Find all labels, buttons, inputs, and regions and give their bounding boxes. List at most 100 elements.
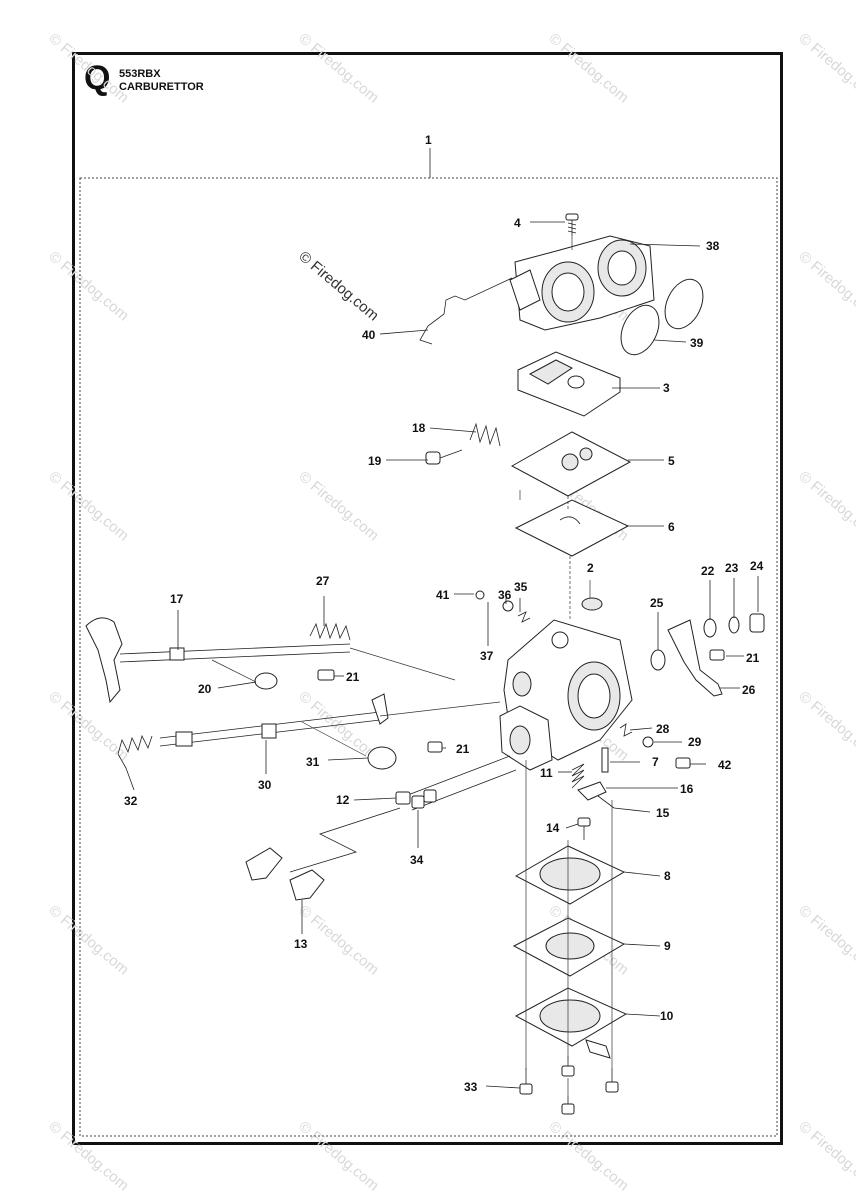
spring-part xyxy=(309,622,351,641)
watermark: © Firedog.com xyxy=(295,902,381,978)
watermark: © Firedog.com xyxy=(295,1118,381,1194)
throttle-housing-part xyxy=(509,235,655,331)
plug-part xyxy=(675,757,691,769)
callout-41: 41 xyxy=(436,588,450,602)
callout-4: 4 xyxy=(514,216,521,230)
cap-part xyxy=(581,597,603,611)
callout-42: 42 xyxy=(718,758,732,772)
callout-38: 38 xyxy=(706,239,720,253)
cover-plate-part xyxy=(517,351,621,417)
screw-part xyxy=(561,1096,575,1115)
callout-13: 13 xyxy=(294,937,308,951)
screw-part xyxy=(317,669,335,681)
watermark: © Firedog.com xyxy=(795,30,856,106)
screw-part xyxy=(709,649,725,661)
screw-part xyxy=(605,1068,619,1093)
callout-26: 26 xyxy=(742,683,756,697)
callout-9: 9 xyxy=(664,939,671,953)
watermark: © Firedog.com xyxy=(795,248,856,324)
callout-30: 30 xyxy=(258,778,272,792)
callout-20: 20 xyxy=(198,682,212,696)
callout-25: 25 xyxy=(650,596,664,610)
callout-39: 39 xyxy=(690,336,704,350)
spring-part xyxy=(117,734,153,769)
throttle-plate-part xyxy=(367,746,397,770)
callout-6: 6 xyxy=(668,520,675,534)
needle-part xyxy=(601,747,609,773)
watermark: © Firedog.com xyxy=(545,1118,631,1194)
callout-labels: 1 4 38 40 39 3 18 19 5 6 2 22 23 24 27 3… xyxy=(124,133,764,1094)
section-title: CARBURETTOR xyxy=(119,81,204,93)
callout-10: 10 xyxy=(660,1009,674,1023)
bushing-part xyxy=(502,600,514,612)
callout-16: 16 xyxy=(680,782,694,796)
callout-7: 7 xyxy=(652,755,659,769)
washer-part xyxy=(650,649,666,671)
spring-part xyxy=(619,723,633,737)
callout-12: 12 xyxy=(336,793,350,807)
watermark: © Firedog.com xyxy=(795,688,856,764)
assembly-box xyxy=(79,177,778,1137)
throttle-shaft-part xyxy=(159,693,389,747)
background-watermarks: © Firedog.com © Firedog.com © Firedog.co… xyxy=(45,30,856,1194)
watermark: © Firedog.com xyxy=(295,30,381,106)
gasket-hole xyxy=(539,857,601,891)
cover-recess xyxy=(539,999,601,1033)
callout-21-mid: 21 xyxy=(346,670,360,684)
callout-3: 3 xyxy=(663,381,670,395)
watermark: © Firedog.com xyxy=(45,468,131,544)
callout-40: 40 xyxy=(362,328,376,342)
screw-part xyxy=(561,1056,575,1077)
callout-17: 17 xyxy=(170,592,184,606)
callout-5: 5 xyxy=(668,454,675,468)
callout-21-lower: 21 xyxy=(456,742,470,756)
screw-part xyxy=(425,449,463,465)
alignment-lines xyxy=(211,236,613,1096)
watermark: © Firedog.com xyxy=(45,30,131,106)
callout-33: 33 xyxy=(464,1080,478,1094)
watermark: © Firedog.com xyxy=(295,468,381,544)
washer-part xyxy=(703,618,717,638)
callout-36: 36 xyxy=(498,588,512,602)
watermark: © Firedog.com xyxy=(45,902,131,978)
model-name: 553RBX xyxy=(119,68,161,80)
callout-27: 27 xyxy=(316,574,330,588)
carburettor-body-part xyxy=(499,619,633,771)
spring-part xyxy=(517,611,531,623)
callout-24: 24 xyxy=(750,559,764,573)
gasket-hole xyxy=(579,447,593,461)
gasket-hole xyxy=(561,453,579,471)
pin-part xyxy=(597,795,615,809)
ball-part xyxy=(475,590,485,600)
watermark: © Firedog.com xyxy=(795,468,856,544)
screw-part xyxy=(565,213,579,236)
spring-part xyxy=(571,763,585,789)
callout-15: 15 xyxy=(656,806,670,820)
watermark-main: © Firedog.com xyxy=(295,248,381,324)
gasket-ring-part xyxy=(664,278,704,330)
diaphragm-center xyxy=(545,932,595,960)
ball-part xyxy=(642,736,654,748)
lever-part xyxy=(667,619,723,697)
callout-8: 8 xyxy=(664,869,671,883)
callout-22: 22 xyxy=(701,564,715,578)
washer-part xyxy=(728,616,740,634)
watermark: © Firedog.com xyxy=(545,30,631,106)
watermark: © Firedog.com xyxy=(45,1118,131,1194)
gasket-part xyxy=(514,499,630,557)
gasket-mark xyxy=(559,516,581,525)
callout-34: 34 xyxy=(410,853,424,867)
callout-1: 1 xyxy=(425,133,432,147)
screw-part xyxy=(749,613,765,633)
callout-31: 31 xyxy=(306,755,320,769)
leader-lines xyxy=(125,221,759,1089)
screw-part xyxy=(427,741,443,753)
nipple-part xyxy=(585,1039,611,1059)
callout-23: 23 xyxy=(725,561,739,575)
callout-19: 19 xyxy=(368,454,382,468)
callout-14: 14 xyxy=(546,821,560,835)
callout-35: 35 xyxy=(514,580,528,594)
choke-shaft-part xyxy=(85,617,351,704)
callout-2: 2 xyxy=(587,561,594,575)
